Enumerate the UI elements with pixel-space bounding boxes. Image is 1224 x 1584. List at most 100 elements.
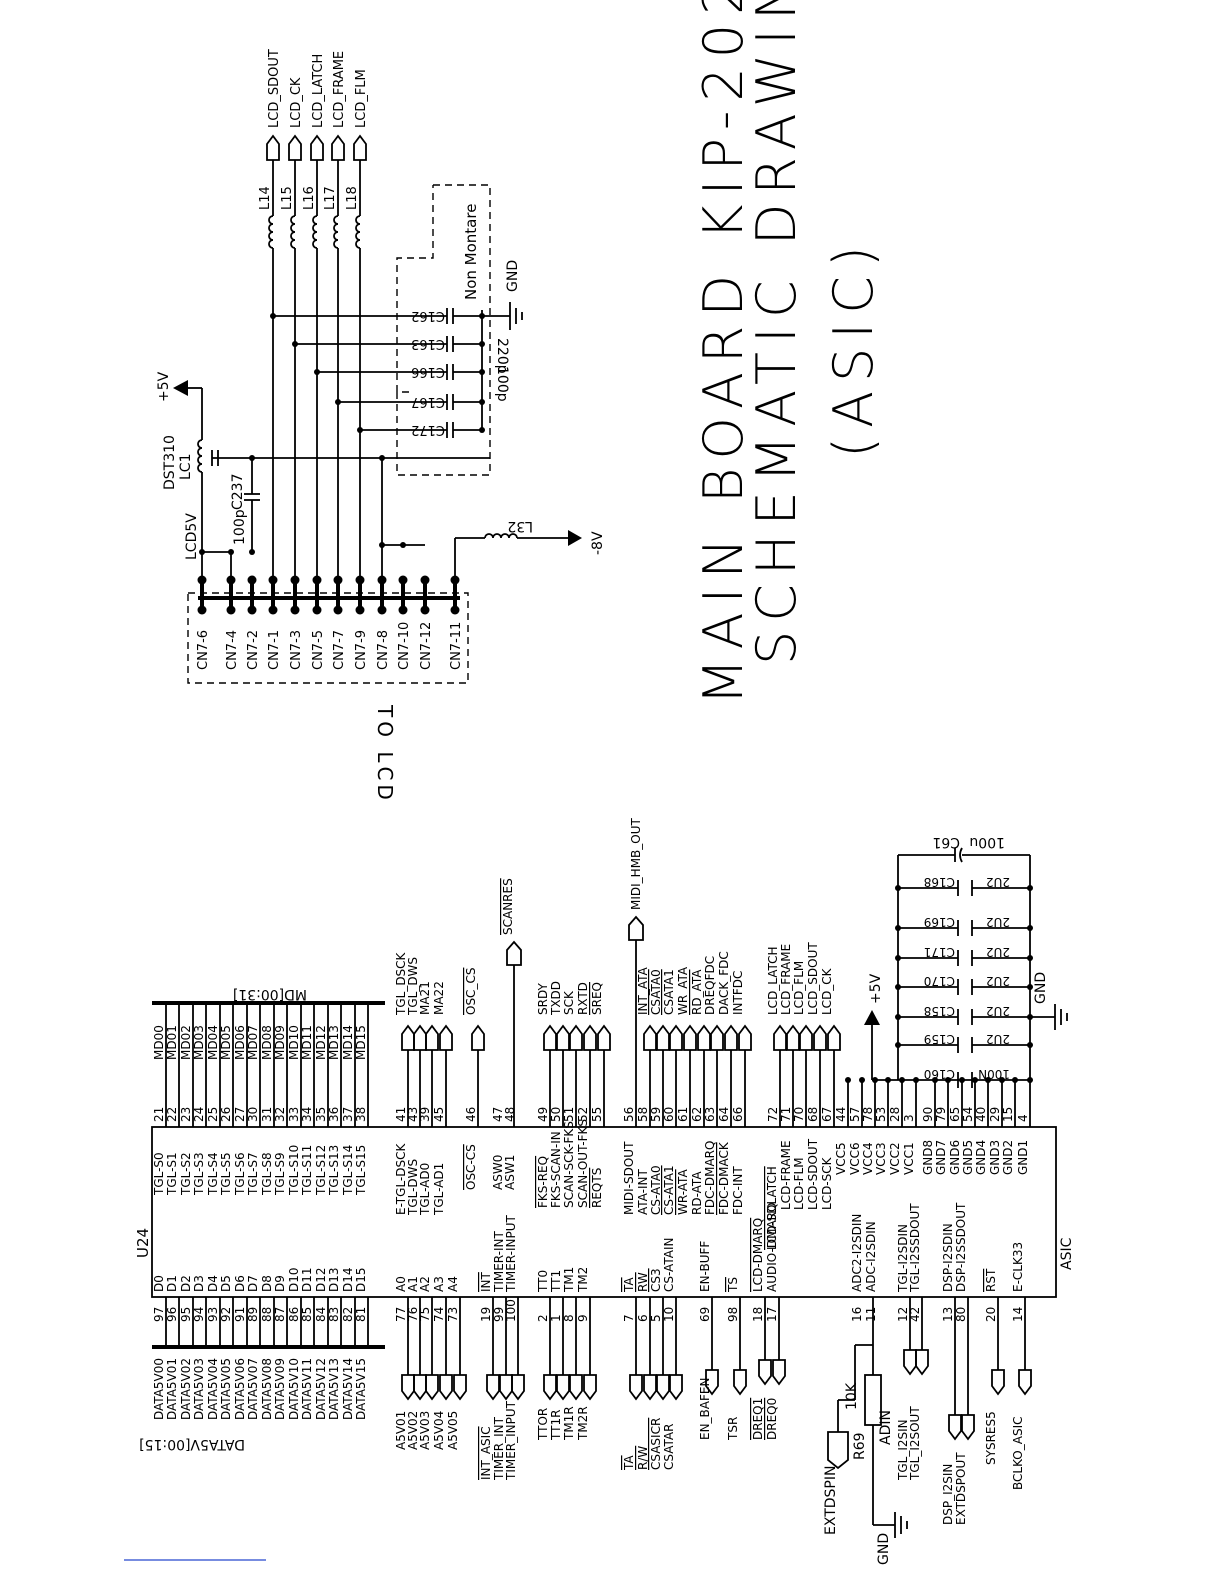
pin-name: A4 <box>446 1276 460 1292</box>
net-label: DACK_FDC <box>717 951 731 1015</box>
connector-pin-label: CN7-5 <box>311 630 326 670</box>
pin-number: 46 <box>464 1107 478 1122</box>
net-label: LCD_FLM <box>792 961 806 1015</box>
ata-port <box>724 1024 738 1051</box>
net-label: DATA5V03 <box>192 1358 206 1420</box>
pin-number: 76 <box>406 1307 420 1322</box>
net-label: DATA5V12 <box>314 1358 328 1420</box>
pin-name: TGL-S7 <box>246 1152 260 1196</box>
pin-name: D3 <box>192 1275 206 1292</box>
inductor-label: L17 <box>323 186 338 210</box>
decoupling-cap-value: 2U2 <box>986 1004 1010 1018</box>
pin-number: 5 <box>649 1314 663 1322</box>
pin-name: VCC5 <box>834 1142 848 1175</box>
pin-name: TIMER-INPUT <box>504 1214 518 1293</box>
net-label: MD02 <box>179 1025 193 1060</box>
net-label: MD15 <box>354 1025 368 1060</box>
pin-name: TGL-S5 <box>219 1152 233 1196</box>
pin-name: TGL-S15 <box>354 1145 368 1196</box>
pin-name: REQTS <box>590 1168 604 1208</box>
asic-pin-group: 97D0DATA5V0096D1DATA5V0195D2DATA5V0294D3… <box>152 817 1033 1525</box>
pin-number: 12 <box>896 1307 910 1322</box>
pin-number: 34 <box>300 1107 314 1122</box>
fks-port <box>569 1024 583 1051</box>
decoupling-cap-label: C158 <box>924 1004 955 1018</box>
ata-port <box>710 1024 724 1051</box>
pin-name: VCC6 <box>848 1142 862 1175</box>
pin-number: 10 <box>662 1307 676 1322</box>
junction-dot <box>895 925 901 931</box>
tgl-port <box>413 1024 427 1051</box>
lcd-port <box>773 1024 787 1051</box>
c61-label: C61 <box>932 834 960 850</box>
connector-pin-label: CN7-9 <box>354 630 369 670</box>
fks-port <box>543 1024 557 1051</box>
decoupling-cap-value: 2U2 <box>986 974 1010 988</box>
inductor-label: L15 <box>280 186 295 210</box>
pin-number: 4 <box>1016 1114 1030 1122</box>
pin-name: D12 <box>314 1267 328 1292</box>
pin-name: D2 <box>179 1275 193 1292</box>
pin-name: INT <box>479 1271 493 1292</box>
pin-name: LCD-FRAME <box>779 1140 793 1210</box>
pin-number: 37 <box>341 1107 355 1122</box>
pin-name: TT0 <box>536 1270 550 1293</box>
lcd-port <box>786 1024 800 1051</box>
pin-name: TT1 <box>549 1270 563 1293</box>
dst310-label: DST310 <box>162 435 178 490</box>
pin-name: TGL-S0 <box>152 1152 166 1196</box>
pin-number: 91 <box>233 1307 247 1322</box>
lcd-output-label: LCD_LATCH <box>311 54 326 128</box>
pin-name: TM2 <box>576 1267 590 1293</box>
pin-number: 82 <box>341 1307 355 1322</box>
pin-number: 68 <box>806 1107 820 1122</box>
tgl-i2s-port <box>903 1349 917 1376</box>
lcd-output-label: LCD_SDOUT <box>267 49 282 128</box>
decoupling-cap-label: C168 <box>924 875 955 889</box>
cap-label: C162 <box>411 308 445 323</box>
pin-number: 55 <box>590 1107 604 1122</box>
title-block: MAIN BOARD KIP-2025 SCHEMATIC DRAWING (A… <box>692 0 885 705</box>
pin-number: 74 <box>432 1307 446 1322</box>
pin-name: E-TGL-DSCK <box>394 1143 408 1215</box>
cap-value-100p: 100p <box>494 366 510 402</box>
pin-name: WR-ATA <box>676 1169 690 1215</box>
asic-section: U24 ASIC DATA5V[00:15] MD[00:31] 97D0DAT… <box>134 817 1075 1565</box>
pin-name: TGL-S2 <box>179 1152 193 1196</box>
pin-name: TGL-S1 <box>165 1152 179 1196</box>
pin-number: 61 <box>676 1107 690 1122</box>
pin-name: D9 <box>273 1275 287 1292</box>
net-label: TM1R <box>562 1406 576 1441</box>
junction-dot <box>859 1077 865 1083</box>
pin-name: D7 <box>246 1275 260 1292</box>
pin-number: 87 <box>273 1307 287 1322</box>
net-label: DATA5V14 <box>341 1358 355 1420</box>
net-label: CSATAR <box>662 1424 676 1470</box>
pin-number: 18 <box>751 1307 765 1322</box>
net-label: INTFDC <box>731 971 745 1015</box>
non-montare-label: Non Montare <box>462 204 480 300</box>
ata-port <box>656 1024 670 1051</box>
net-label: DATA5V06 <box>233 1358 247 1420</box>
pin-number: 45 <box>432 1107 446 1122</box>
connector-pin-label: CN7-3 <box>289 630 304 670</box>
cap-label: C163 <box>411 336 445 351</box>
address-port <box>439 1374 453 1401</box>
pin-name: FKS-REQ <box>536 1156 550 1208</box>
junction-dot <box>895 885 901 891</box>
net-label: DATA5V07 <box>246 1358 260 1420</box>
minus8v-label: -8V <box>590 531 606 555</box>
output-port <box>353 134 367 161</box>
c237-label: C237 <box>230 474 246 511</box>
net-label: A5V02 <box>406 1411 420 1450</box>
pin-name: TM1 <box>562 1267 576 1293</box>
r69-label: R69 <box>852 1432 868 1460</box>
pin-number: 93 <box>206 1307 220 1322</box>
net-label: MD00 <box>152 1025 166 1060</box>
pin-number: 69 <box>698 1307 712 1322</box>
pin-number: 20 <box>984 1307 998 1322</box>
net-label: MA21 <box>418 981 432 1015</box>
pin-number: 56 <box>622 1107 636 1122</box>
asic-name: ASIC <box>1059 1237 1075 1270</box>
net-label: MD04 <box>206 1025 220 1060</box>
